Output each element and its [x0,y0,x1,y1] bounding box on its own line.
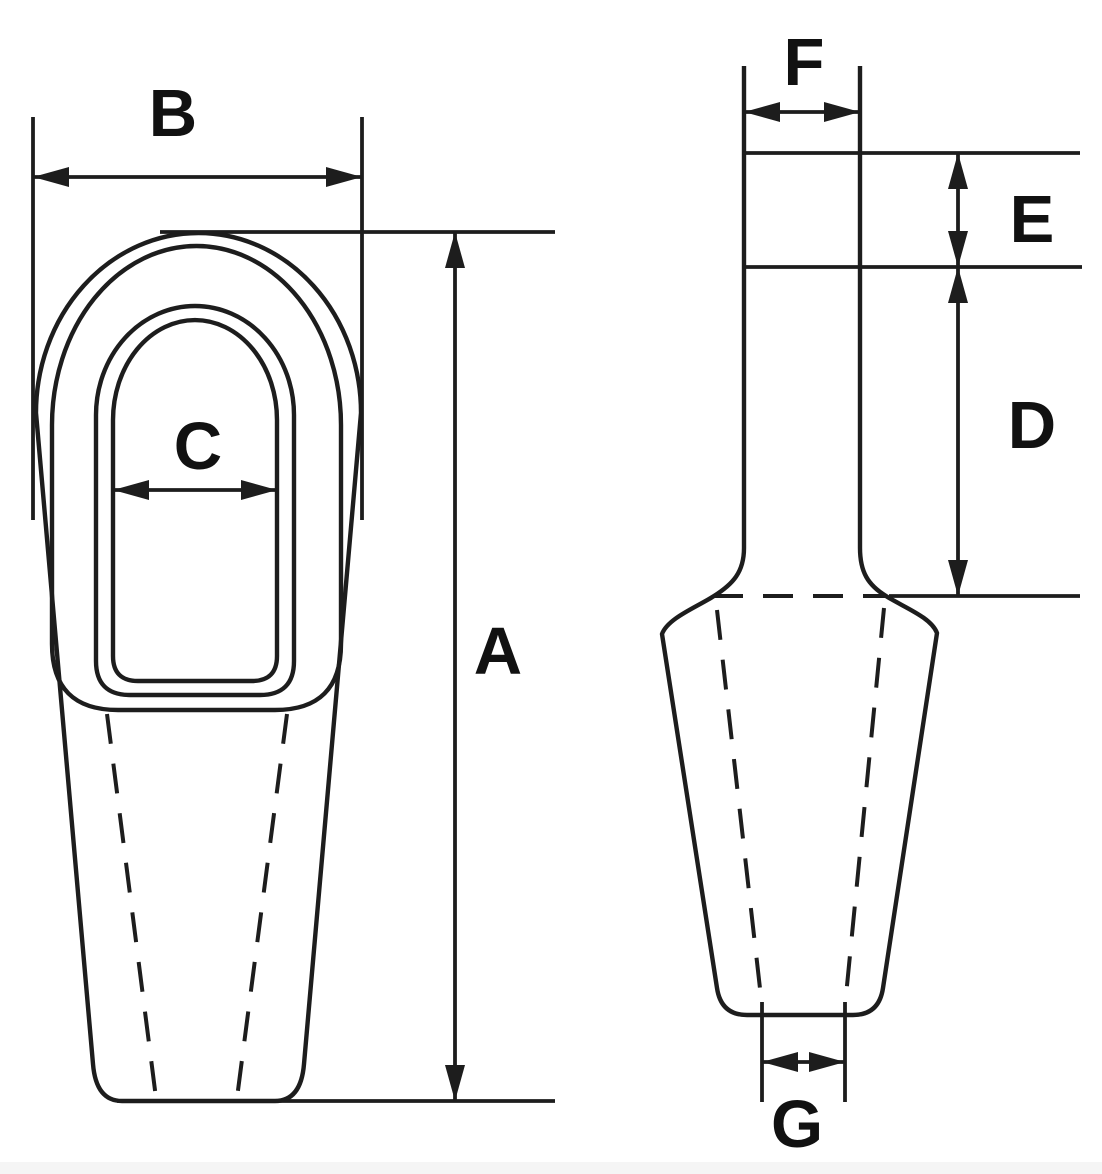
front-view-hidden-taper-right [235,713,289,1099]
footer-strip [0,1162,1102,1174]
dimension-label-f: F [784,25,825,100]
front-view-body-outline [33,230,364,1104]
front-view-eye-opening [110,317,280,684]
dimension-label-c: C [174,409,222,484]
dimension-label-e: E [1010,182,1055,257]
dimension-e [743,151,1082,269]
dimension-labels: B C A F E D G [149,25,1056,1162]
dimension-d [889,267,1080,598]
dimension-a [117,230,555,1103]
dimension-label-a: A [474,614,522,689]
side-view-body-outline [659,66,940,1018]
dimension-label-g: G [771,1087,823,1162]
front-view [33,230,364,1104]
side-view-hidden-taper-right [843,607,886,1007]
dimension-label-d: D [1008,388,1056,463]
dimension-b [31,117,364,520]
side-view-hidden-taper-left [715,609,764,1007]
dimension-g [760,1002,847,1102]
dimension-label-b: B [149,76,197,151]
side-view [659,66,940,1018]
front-view-eye-boss [93,303,297,698]
front-view-hidden-taper-left [105,713,158,1099]
front-view-collar-line [49,243,344,713]
